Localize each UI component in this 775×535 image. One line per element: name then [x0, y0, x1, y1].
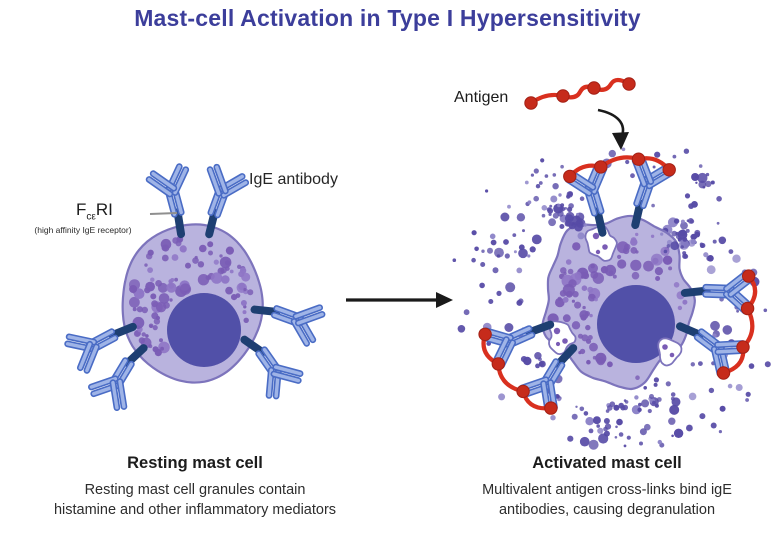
fceri-subscript: cε — [86, 211, 96, 223]
activated-caption: Activated mast cell Multivalent antigen … — [440, 454, 774, 520]
resting-caption-line2: histamine and other inflammatory mediato… — [53, 502, 337, 518]
activated-caption-line1: Multivalent antigen cross-links bind igE — [482, 482, 732, 498]
resting-caption-title: Resting mast cell — [127, 454, 263, 472]
fceri-ri: RI — [95, 200, 113, 219]
free-antigen — [524, 77, 636, 110]
activated-caption-body: Multivalent antigen cross-links bind igE… — [440, 480, 774, 520]
activated-mast-cell — [482, 156, 751, 411]
receptor-pointer-line — [149, 212, 178, 215]
antigen-arrow — [597, 108, 629, 150]
antigen-crosslink-chains — [478, 152, 758, 415]
antigen-label: Antigen — [454, 89, 509, 106]
fceri-label: FcεRI — [76, 200, 113, 222]
ige-antibody-label: IgE antibody — [249, 171, 338, 188]
transition-arrow — [346, 292, 453, 308]
resting-mast-cell — [65, 165, 324, 410]
released-granules-overlay — [559, 212, 697, 256]
activated-caption-title: Activated mast cell — [532, 454, 682, 472]
fceri-f: F — [76, 200, 87, 219]
resting-caption: Resting mast cell Resting mast cell gran… — [28, 454, 362, 520]
activated-caption-line2: antibodies, causing degranulation — [498, 502, 716, 518]
fceri-sublabel: (high affinity IgE receptor) — [34, 225, 132, 235]
diagram-title: Mast-cell Activation in Type I Hypersens… — [134, 5, 641, 31]
resting-caption-line1: Resting mast cell granules contain — [84, 482, 306, 498]
resting-caption-body: Resting mast cell granules contain histam… — [28, 480, 362, 520]
